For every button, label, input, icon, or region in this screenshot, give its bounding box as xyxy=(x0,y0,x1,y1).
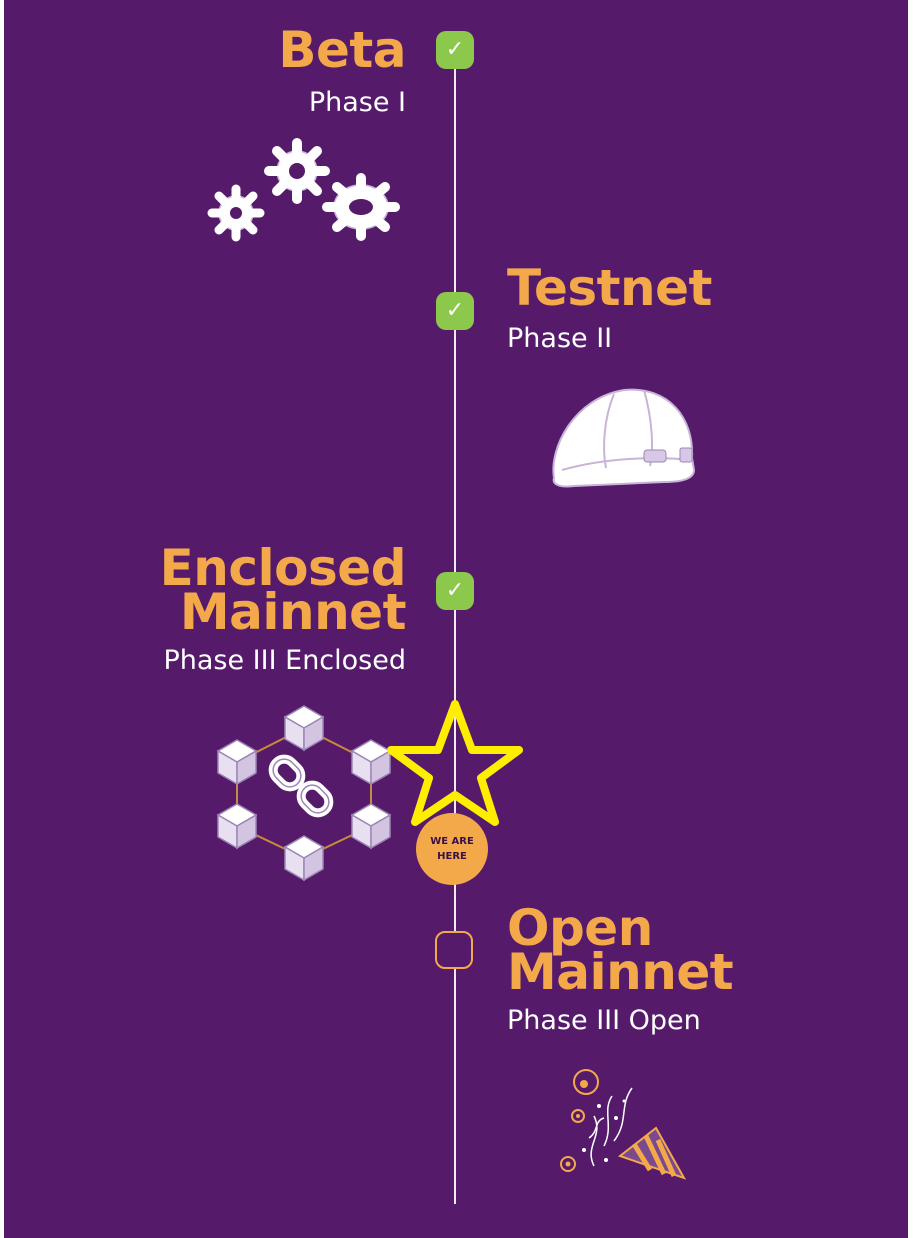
timeline-line xyxy=(454,48,456,1204)
testnet-subtitle: Phase II xyxy=(507,323,613,354)
gears-icon xyxy=(207,138,400,242)
roadmap: ✓ Beta Phase I ✓ Testnet Phase II ✓ Encl… xyxy=(4,0,908,1238)
enclosed-mainnet-subtitle: Phase III Enclosed xyxy=(163,645,406,676)
blockchain-network-icon xyxy=(216,705,392,882)
testnet-check-icon: ✓ xyxy=(436,292,474,330)
beta-check-icon: ✓ xyxy=(436,31,474,69)
enclosed-mainnet-title: Enclosed Mainnet xyxy=(159,539,407,641)
hard-hat-icon xyxy=(552,388,696,488)
open-mainnet-status-box xyxy=(435,931,473,969)
beta-subtitle: Phase I xyxy=(308,87,406,118)
open-mainnet-subtitle: Phase III Open xyxy=(507,1005,701,1036)
enclosed-mainnet-check-icon: ✓ xyxy=(436,572,474,610)
testnet-title: Testnet xyxy=(507,259,712,317)
beta-title: Beta xyxy=(278,21,406,79)
star-outline-icon xyxy=(387,700,523,826)
we-are-here-badge: WE ARE HERE xyxy=(416,813,488,885)
party-popper-icon xyxy=(560,1069,687,1180)
open-mainnet-title: Open Mainnet xyxy=(507,899,734,1001)
